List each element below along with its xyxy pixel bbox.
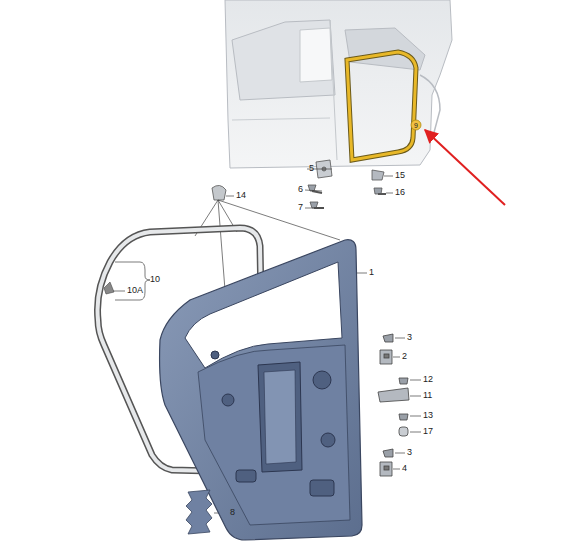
callout-number: 13 (423, 410, 433, 421)
callout-number: 16 (395, 187, 405, 198)
seal-clip (104, 282, 114, 294)
callout-number: 11 (423, 390, 432, 401)
hinge-parts (378, 334, 409, 476)
highlight-dot (411, 120, 421, 130)
door-opening-seal (347, 52, 416, 160)
small-parts (212, 160, 386, 208)
callout-number: 2 (402, 351, 407, 362)
callout-number: 10 (150, 274, 160, 285)
callout-number: 6 (298, 184, 303, 195)
callout-number: 4 (402, 463, 407, 474)
door-opening-seal (347, 52, 416, 160)
callout-number: 9 (414, 120, 418, 131)
callout-number: 8 (230, 507, 235, 518)
callout-number: 3 (407, 332, 412, 343)
callout-number: 17 (423, 426, 433, 437)
callout-number: 10A (127, 285, 143, 296)
pointer-arrow (425, 130, 505, 205)
callout-number: 7 (298, 202, 303, 213)
door-shell (160, 240, 362, 540)
callout-number: 5 (309, 163, 314, 174)
callout-number: 1 (369, 267, 374, 278)
callout-number: 3 (407, 447, 412, 458)
sound-insulation (186, 490, 212, 534)
car-body (225, 0, 452, 168)
callout-number: 15 (395, 170, 405, 181)
callout-number: 14 (236, 190, 246, 201)
callout-number: 12 (423, 374, 433, 385)
